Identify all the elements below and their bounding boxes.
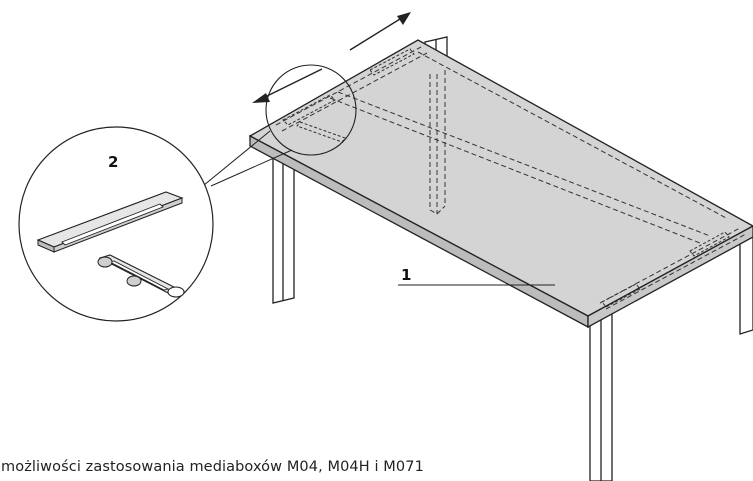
- hidden-frame: [275, 46, 747, 310]
- caption-text: możliwości zastosowania mediaboxów M04, …: [1, 459, 424, 475]
- callout-1-label: 1: [401, 266, 411, 284]
- slide-arrows: [252, 12, 411, 103]
- callout-2-label: 2: [108, 153, 118, 171]
- detail-circle: [18, 126, 214, 322]
- table-top: [248, 39, 753, 329]
- detail-leader-lines: [197, 130, 293, 191]
- callout-1: 1: [398, 266, 555, 286]
- arrow-left-icon: [252, 68, 323, 103]
- detail-marker-circle: [265, 64, 357, 156]
- arrow-right-icon: [349, 12, 411, 51]
